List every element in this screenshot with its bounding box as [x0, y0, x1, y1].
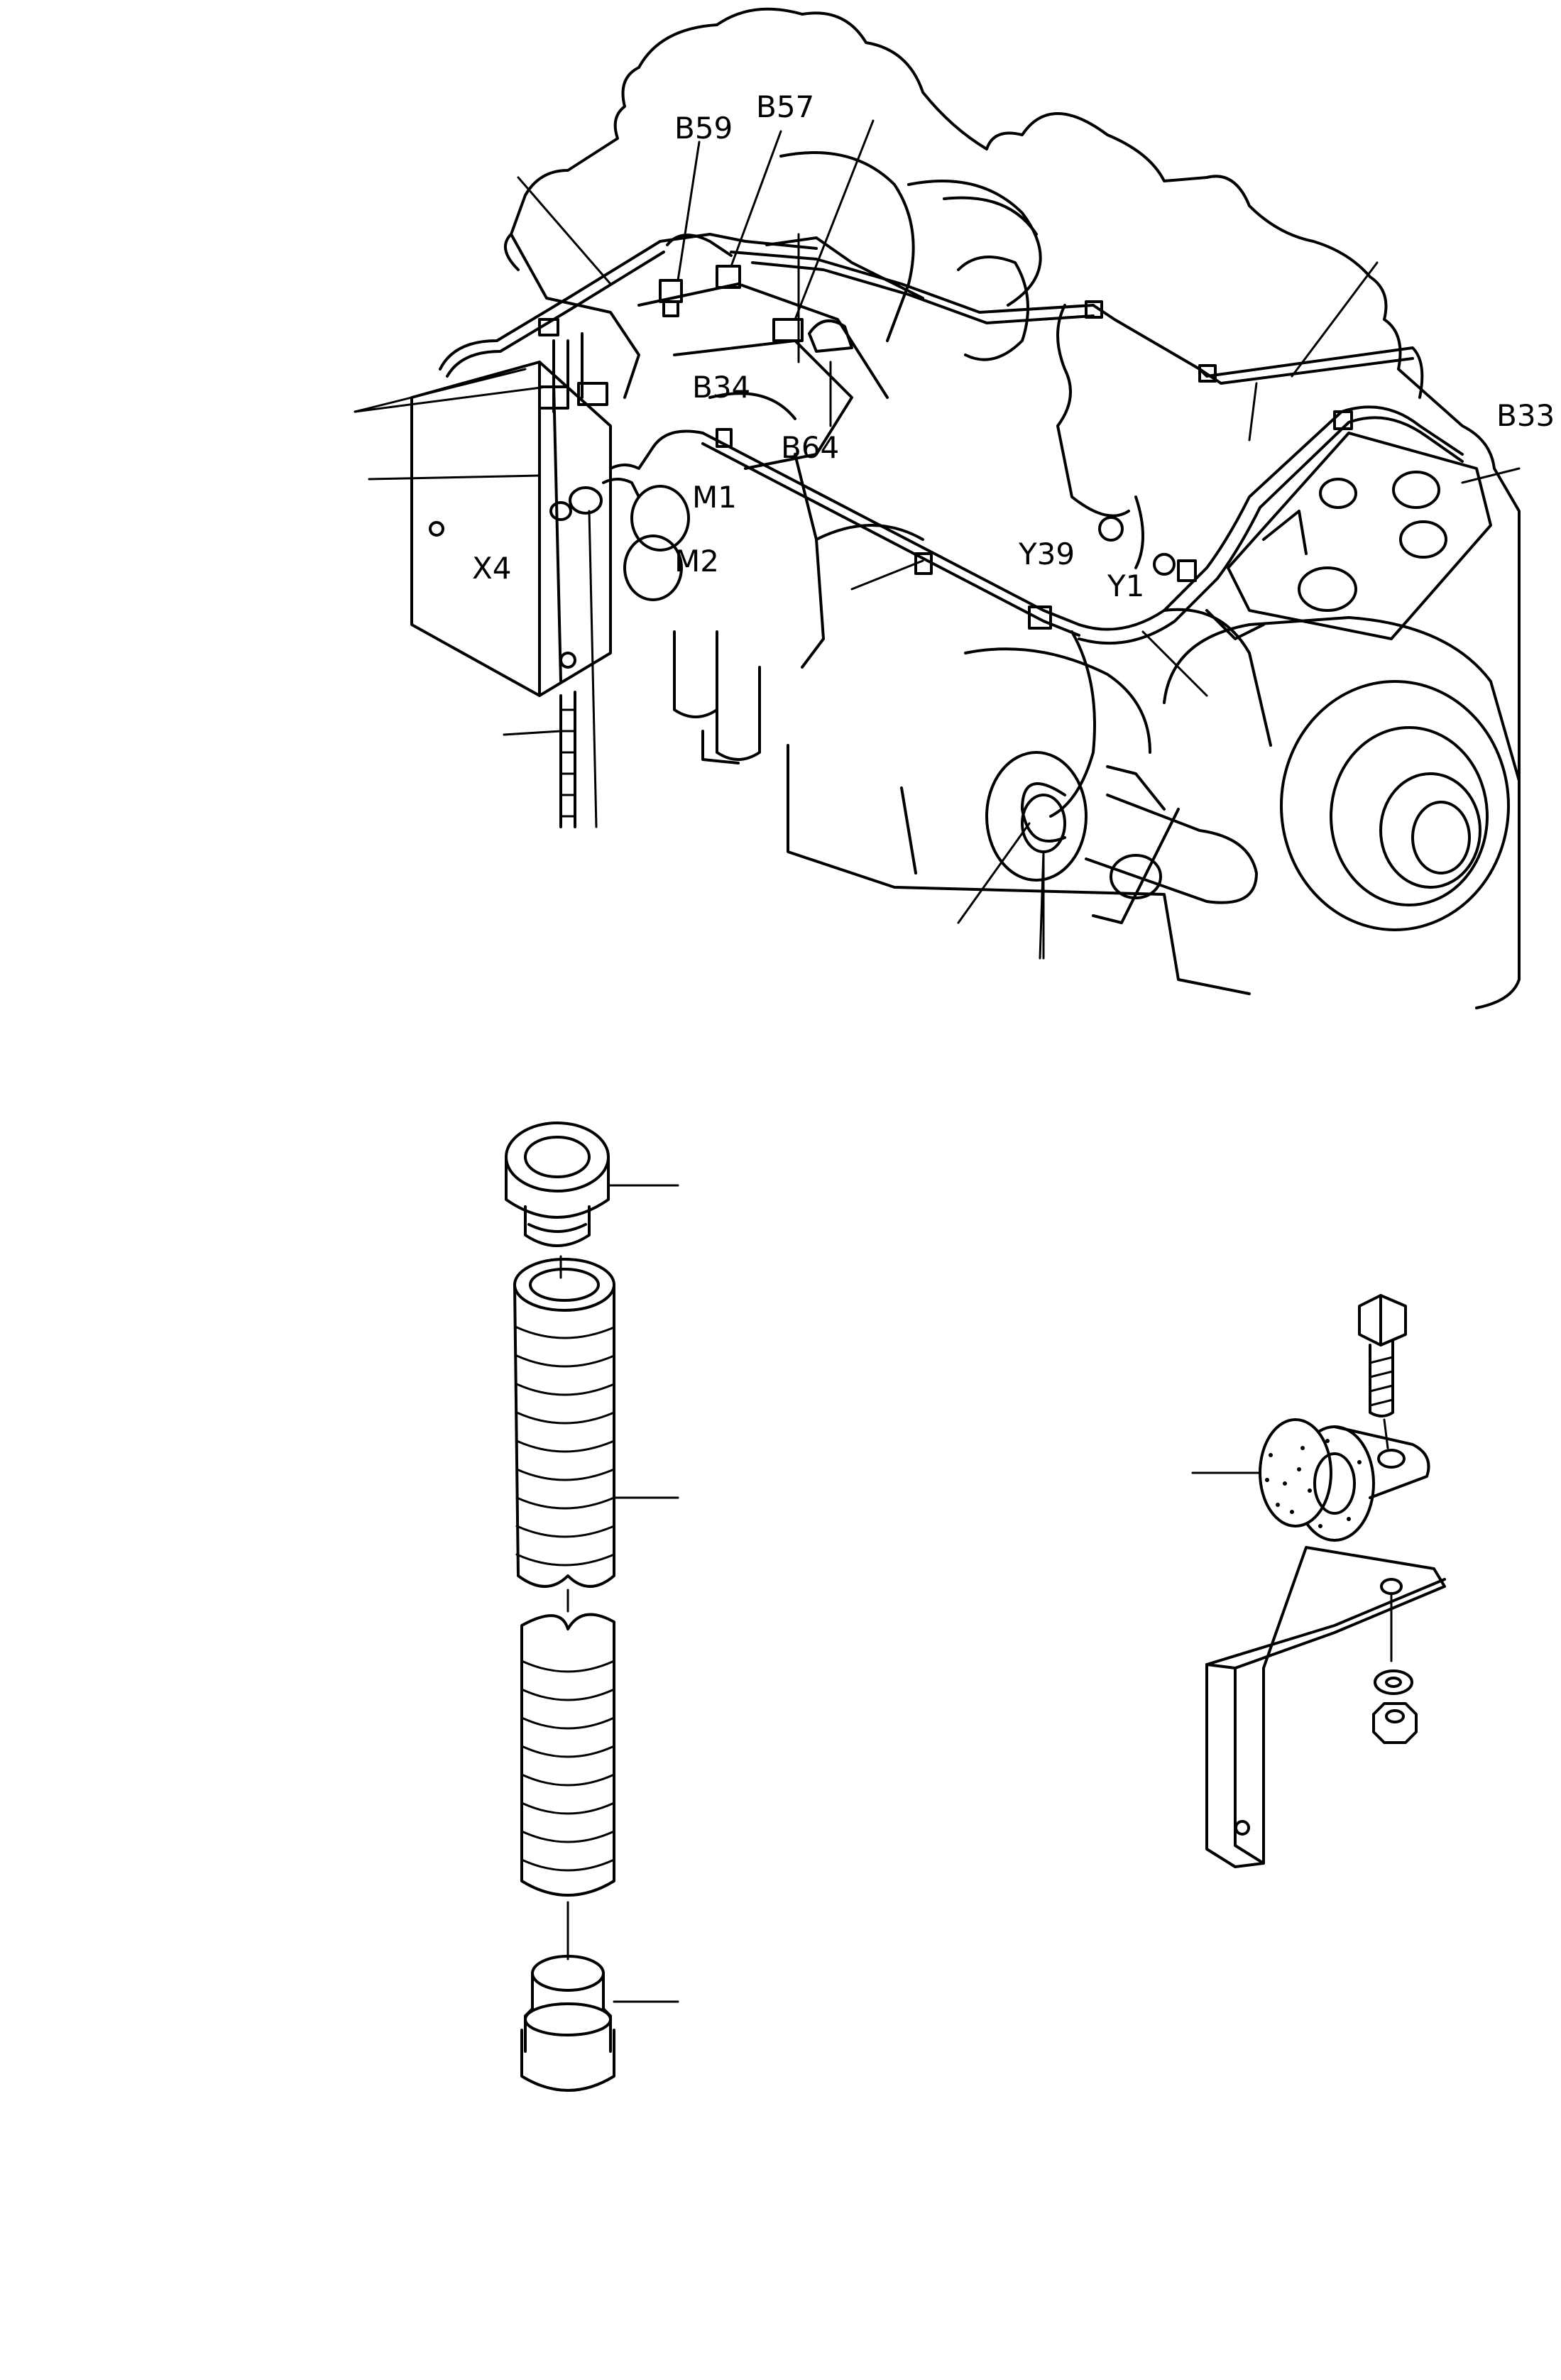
label-m1: M1 [692, 480, 737, 515]
label-y39: Y39 [1018, 537, 1075, 571]
engine-assembly: B59 B57 B34 B64 B33 M1 M2 X4 Y39 Y1 [354, 7, 1555, 1009]
label-b57: B57 [756, 89, 814, 124]
label-b34: B34 [692, 370, 750, 405]
label-b64: B64 [781, 430, 839, 465]
conduit-assembly [505, 1122, 679, 2092]
bracket-assembly [1191, 1294, 1446, 1868]
label-y1: Y1 [1107, 569, 1144, 603]
label-b33: B33 [1496, 398, 1555, 433]
label-b59: B59 [674, 111, 733, 146]
label-x4: X4 [472, 551, 512, 586]
label-m2: M2 [674, 544, 719, 578]
